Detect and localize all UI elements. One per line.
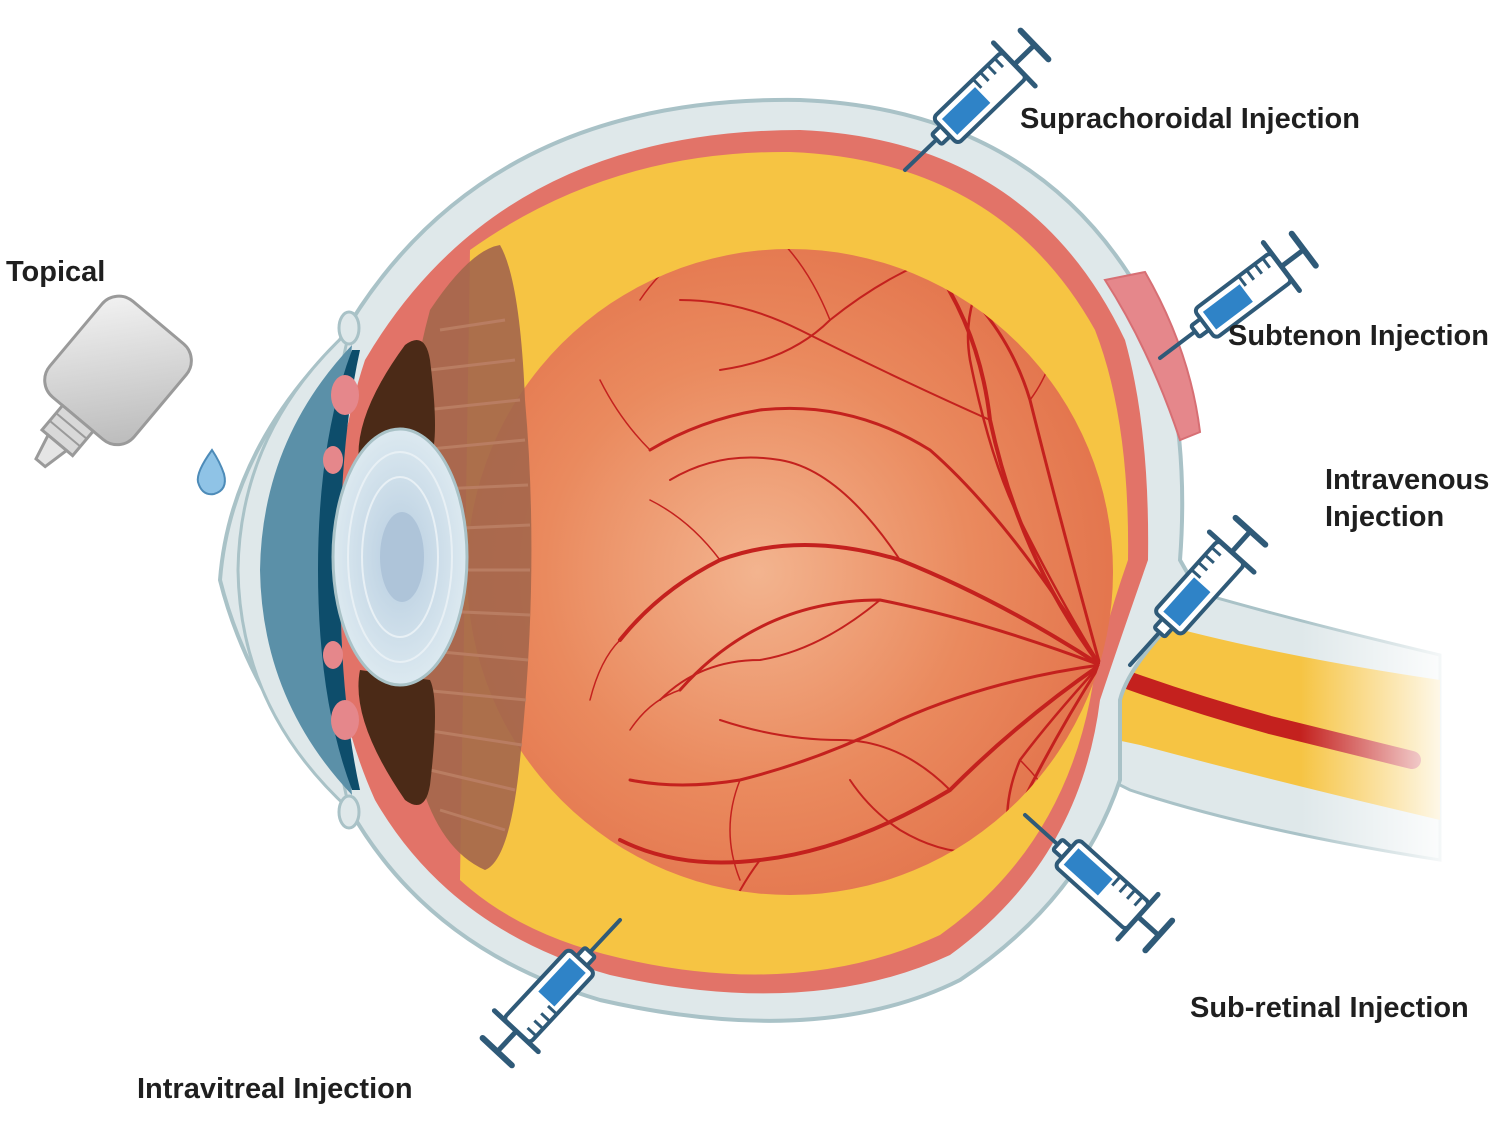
intravitreal-label: Intravitreal Injection bbox=[137, 1073, 413, 1105]
subtenon-label: Subtenon Injection bbox=[1228, 320, 1489, 352]
ciliary-pinks bbox=[323, 375, 359, 740]
tenon-muscle bbox=[1103, 270, 1202, 442]
intravenous-label-line2: Injection bbox=[1325, 501, 1445, 533]
topical-label: Topical bbox=[6, 256, 106, 288]
lens bbox=[331, 427, 469, 687]
subretinal-label: Sub-retinal Injection bbox=[1190, 992, 1469, 1024]
eye-drop-icon bbox=[196, 448, 226, 496]
intravenous-label-line1: Intravenous bbox=[1325, 464, 1490, 496]
eye-drop-bottle-icon bbox=[34, 294, 193, 469]
suprachoroidal-label: Suprachoroidal Injection bbox=[1020, 103, 1360, 135]
vitreous-body bbox=[467, 249, 1113, 895]
retinal-vessels bbox=[589, 249, 1102, 895]
